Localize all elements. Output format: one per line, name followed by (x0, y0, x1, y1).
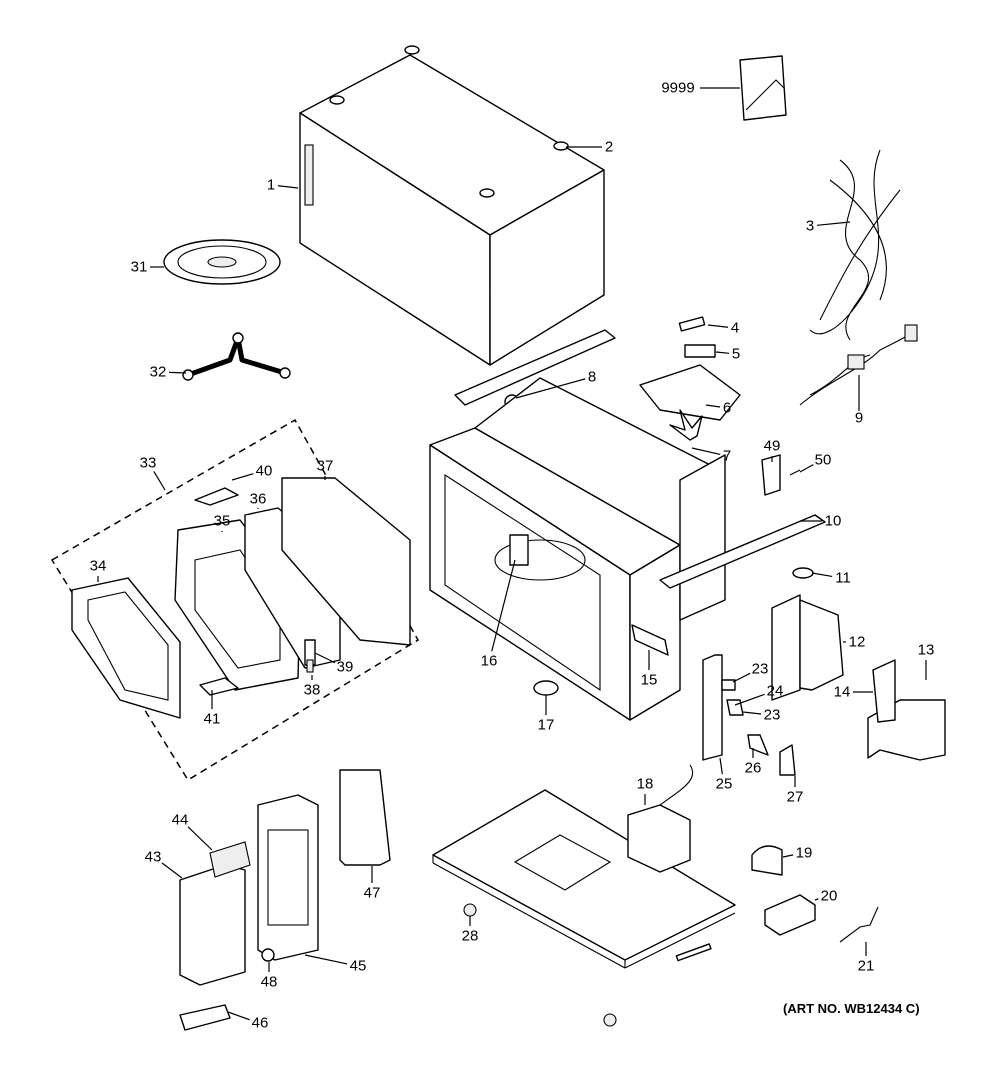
callout-17: 17 (537, 716, 555, 734)
leader-line-23 (732, 672, 751, 683)
leader-line-33 (153, 471, 166, 491)
leader-line-39 (314, 652, 336, 664)
callout-11: 11 (835, 569, 851, 587)
callout-40: 40 (255, 462, 273, 480)
callout-9: 9 (854, 409, 864, 427)
leader-line-43 (161, 862, 183, 879)
callout-34: 34 (89, 557, 107, 575)
part-door (71, 477, 411, 719)
callout-15: 15 (640, 671, 658, 689)
callout-33: 33 (139, 454, 157, 472)
callout-24: 24 (766, 682, 784, 700)
callout-47: 47 (363, 884, 381, 902)
leader-line-7 (691, 447, 721, 456)
callout-31: 31 (130, 258, 148, 276)
callout-2: 2 (604, 138, 614, 156)
leader-line-16 (491, 559, 516, 652)
callout-36: 36 (249, 490, 267, 508)
leader-line-44 (187, 826, 213, 851)
callout-14: 14 (833, 683, 851, 701)
callout-28: 28 (461, 927, 479, 945)
part-fuse (678, 316, 716, 358)
callout-20: 20 (820, 887, 838, 905)
art-number: (ART NO. WB12434 C) (783, 1001, 920, 1016)
callout-8: 8 (587, 368, 597, 386)
leader-lines (97, 87, 927, 1021)
leader-line-1 (277, 185, 299, 189)
callout-23: 23 (763, 706, 781, 724)
part-roller-support (182, 332, 291, 381)
part-outer-case (299, 45, 605, 366)
callout-12: 12 (848, 633, 866, 651)
part-base-plate (432, 789, 736, 1027)
leader-line-40 (231, 473, 254, 481)
part-transformer (627, 764, 694, 873)
part-cavity (429, 329, 826, 721)
leader-line-46 (227, 1011, 250, 1021)
callout-35: 35 (213, 512, 231, 530)
callout-50: 50 (814, 451, 832, 469)
leader-line-32 (168, 371, 187, 374)
part-waveguide-duct (867, 659, 946, 761)
leader-line-45 (304, 954, 348, 965)
callout-26: 26 (744, 759, 762, 777)
leader-line-19 (782, 854, 794, 858)
callout-5: 5 (731, 345, 741, 363)
callout-27: 27 (786, 788, 804, 806)
callout-38: 38 (303, 681, 321, 699)
leader-line-3 (816, 221, 851, 226)
callout-9999: 9999 (661, 79, 695, 97)
door-assembly-outline (50, 418, 420, 782)
part-manual (739, 55, 787, 121)
leader-line-50 (799, 464, 814, 473)
part-misc-cavity (509, 534, 669, 696)
callout-45: 45 (349, 957, 367, 975)
leader-line-25 (719, 757, 723, 775)
callout-25: 25 (715, 775, 733, 793)
callout-16: 16 (480, 652, 498, 670)
callout-23: 23 (751, 660, 769, 678)
leader-line-24 (734, 693, 765, 706)
callout-32: 32 (149, 363, 167, 381)
leader-line-11 (811, 572, 833, 577)
callout-10: 10 (824, 512, 842, 530)
callout-48: 48 (260, 973, 278, 991)
part-thermal-cutout (792, 567, 814, 579)
leader-line-20 (814, 898, 819, 901)
leader-line-4 (707, 324, 729, 328)
callout-7: 7 (722, 447, 732, 465)
part-control-panel (179, 769, 391, 1031)
callout-1: 1 (266, 176, 276, 194)
part-turntable-tray (163, 239, 281, 285)
part-wire-harness (799, 149, 918, 406)
leader-line-6 (705, 404, 721, 408)
leader-line-8 (515, 378, 586, 399)
leader-line-23 (742, 711, 762, 715)
callout-4: 4 (730, 319, 740, 337)
part-bracket-49 (761, 454, 801, 496)
callout-43: 43 (144, 848, 162, 866)
callout-18: 18 (636, 775, 654, 793)
callout-44: 44 (171, 811, 189, 829)
callout-19: 19 (795, 844, 813, 862)
callout-6: 6 (722, 399, 732, 417)
callout-37: 37 (316, 457, 334, 475)
callout-13: 13 (917, 641, 935, 659)
part-magnetron (771, 594, 844, 701)
callout-3: 3 (805, 217, 815, 235)
callout-41: 41 (203, 710, 221, 728)
callout-39: 39 (336, 658, 354, 676)
leader-line-5 (715, 351, 730, 354)
part-capacitor-group (751, 845, 879, 943)
callout-49: 49 (763, 437, 781, 455)
callout-46: 46 (251, 1014, 269, 1032)
callout-21: 21 (857, 957, 875, 975)
